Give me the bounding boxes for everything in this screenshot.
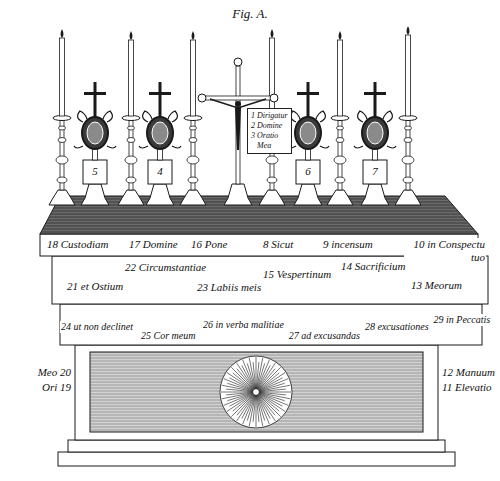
callout-number: 4 (156, 165, 164, 178)
figure-title: Fig. A. (232, 6, 268, 22)
reliquary (354, 82, 396, 205)
psalm-word: 8 Sicut (262, 238, 294, 251)
candlestick (327, 31, 353, 205)
psalm-word: 29 in Peccatis (433, 314, 492, 326)
psalm-word: 17 Domine (128, 238, 179, 251)
psalm-word: 12 Manuum (441, 366, 496, 379)
psalm-word: 11 Elevatio (441, 381, 493, 394)
psalm-word: 18 Custodiam (46, 238, 109, 251)
psalm-word: 26 in verba malitiae (202, 319, 285, 331)
callout-number: 5 (91, 165, 99, 178)
reliquary (139, 82, 181, 205)
psalm-word: Meo 20 (37, 366, 72, 379)
psalm-word: 24 ut non declinet (60, 321, 134, 333)
candlestick (49, 29, 75, 205)
altar (40, 196, 488, 466)
psalm-word: 16 Pone (190, 238, 228, 251)
psalm-word: 21 et Ostium (66, 280, 124, 293)
candlestick (180, 31, 206, 205)
psalm-word: 13 Meorum (410, 279, 463, 292)
callout-number: 6 (304, 165, 312, 178)
verse-text: Dirigatur Domine Oratio Mea (257, 111, 288, 151)
callout-number: 7 (371, 165, 379, 178)
verse-numbers: 1 2 3 (251, 111, 255, 151)
reliquary (287, 82, 329, 205)
psalm-word: 27 ad excusandas (288, 330, 361, 342)
psalm-word: 23 Labiis meis (196, 281, 262, 294)
candlestick (118, 31, 144, 205)
psalm-word: Ori 19 (41, 381, 72, 394)
reliquary (74, 82, 116, 205)
psalm-word: 14 Sacrificium (340, 260, 406, 273)
psalm-word: 15 Vespertinum (262, 268, 332, 281)
candlestick (395, 26, 421, 205)
psalm-word: 10 in Conspectu tuo (404, 238, 486, 263)
psalm-word: 28 excusationes (364, 321, 430, 333)
psalm-word: 9 incensum (322, 238, 374, 251)
prayer-card: 1 2 3Dirigatur Domine Oratio Mea (247, 108, 292, 154)
psalm-word: 22 Circumstantiae (124, 261, 207, 274)
psalm-word: 25 Cor meum (140, 330, 196, 342)
